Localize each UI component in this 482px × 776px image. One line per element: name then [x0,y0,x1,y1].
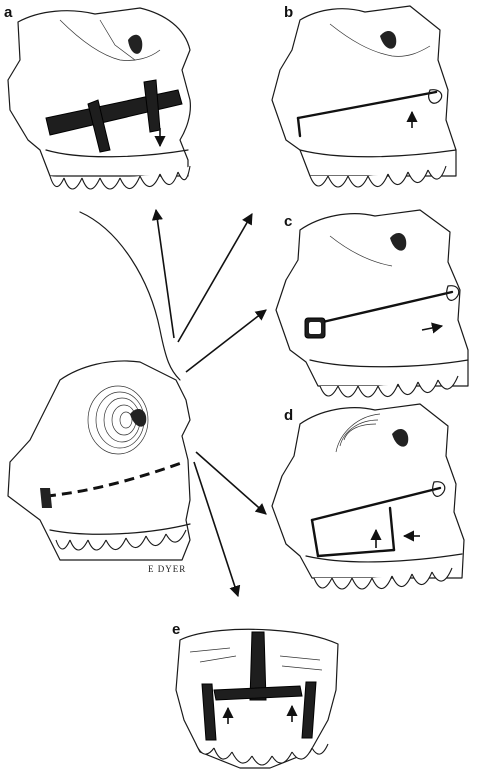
arrow-to-e [193,461,241,598]
artist-signature: E DYER [148,564,186,574]
osteotomy-band-a [45,89,183,136]
planned-osteotomy-line [45,460,185,498]
arrow-to-d [195,451,267,515]
arrow-to-a [151,208,175,339]
teeth-row-c [319,375,459,398]
teeth-row-d [313,567,453,590]
midline-osteotomy-e [249,631,267,701]
panel-label-e: e [172,621,180,638]
central-skull: E DYER [7,211,191,574]
radiating-arrows [151,208,267,598]
teeth-row-b [309,165,447,188]
panel-label-d: d [284,407,293,424]
arrow-to-b [177,213,253,343]
teeth-row-central [55,529,187,551]
panel-label-a: a [4,4,13,21]
panel-b: b [271,4,457,188]
teeth-row-e [195,743,329,766]
panel-label-b: b [284,4,293,21]
panel-a: a [4,4,191,190]
teeth-row-a [49,165,191,190]
arrow-to-c [185,309,267,373]
panel-label-c: c [284,213,292,230]
panel-d: d [271,403,465,590]
panel-c: c [275,209,469,398]
panel-e: e [172,621,339,769]
